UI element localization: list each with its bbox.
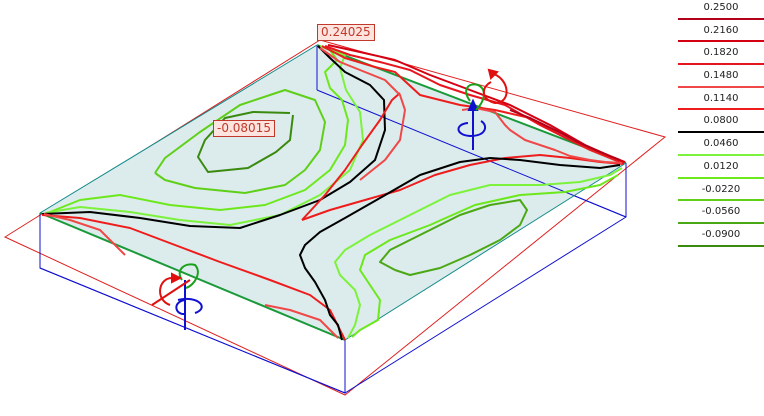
plate-edge-supported — [39, 212, 346, 341]
legend-item: -0.0560 — [678, 204, 764, 227]
legend-item: 0.2160 — [678, 23, 764, 46]
legend-item: 0.0120 — [678, 159, 764, 182]
legend-item: 0.0460 — [678, 136, 764, 159]
max-value-label: 0.24025 — [317, 24, 375, 41]
legend-swatch — [678, 153, 764, 156]
legend-item: 0.1480 — [678, 68, 764, 91]
legend-item: 0.1820 — [678, 45, 764, 68]
legend-swatch — [678, 108, 764, 111]
contour-legend: 0.2500 0.2160 0.1820 0.1480 0.1140 0.080… — [678, 0, 764, 250]
legend-item: 0.2500 — [678, 0, 764, 23]
plate-edge — [344, 162, 627, 341]
legend-swatch — [678, 63, 764, 66]
legend-swatch — [678, 85, 764, 88]
legend-item: -0.0900 — [678, 227, 764, 250]
plate-edge — [39, 44, 318, 214]
legend-swatch — [678, 176, 764, 179]
legend-swatch — [678, 40, 764, 43]
legend-item: -0.0220 — [678, 182, 764, 205]
legend-swatch — [678, 131, 764, 134]
min-value-label: -0.08015 — [213, 120, 275, 137]
rotation-support-icon — [457, 68, 508, 150]
legend-swatch — [678, 221, 764, 224]
rotation-support-icon — [151, 263, 203, 330]
legend-item: 0.0800 — [678, 113, 764, 136]
contour-lines — [41, 44, 626, 341]
legend-item: 0.1140 — [678, 91, 764, 114]
legend-swatch — [678, 244, 764, 247]
legend-swatch — [678, 17, 764, 20]
legend-swatch — [678, 199, 764, 202]
